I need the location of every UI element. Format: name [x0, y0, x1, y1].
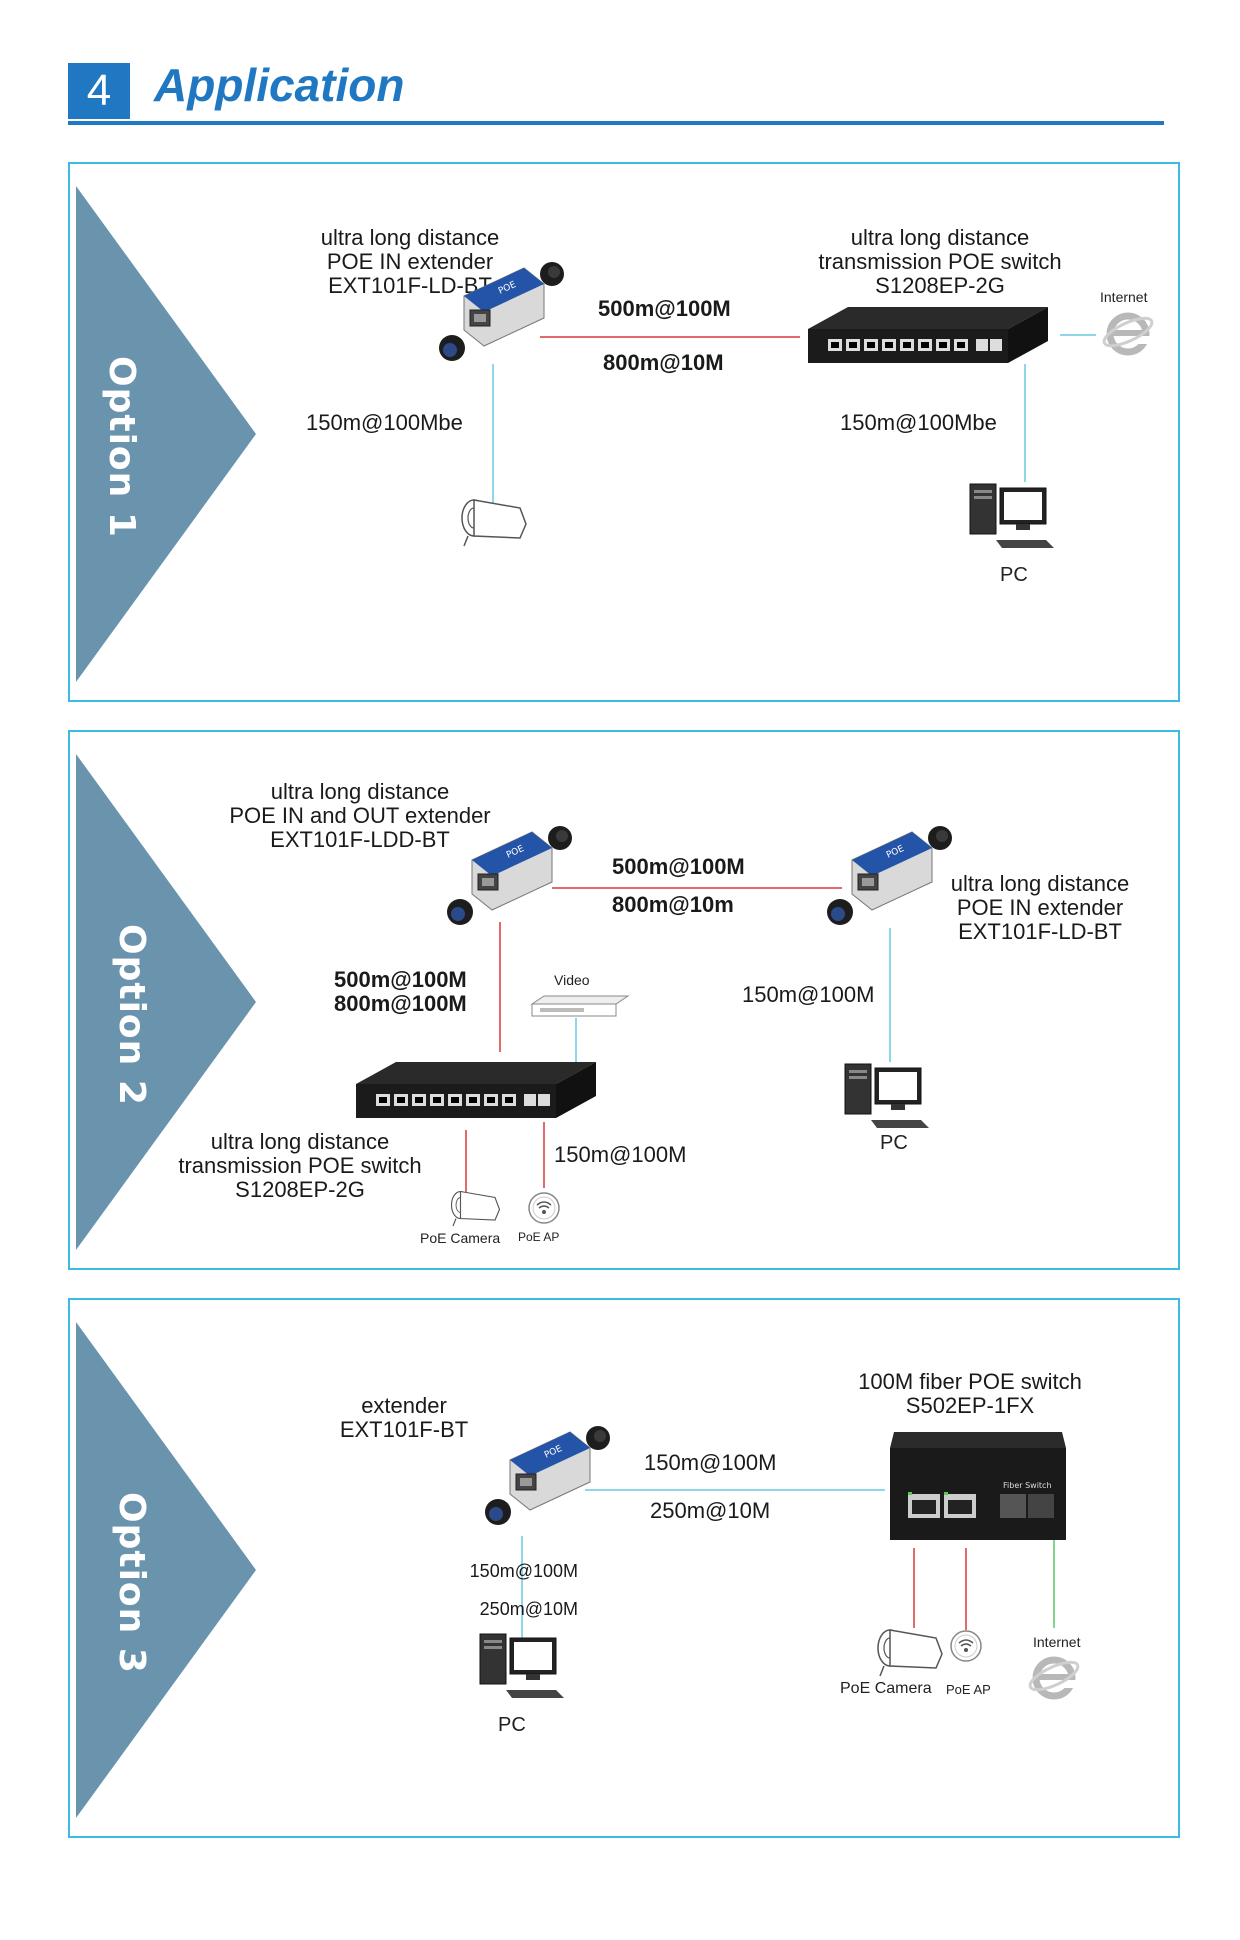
page-title: Application [154, 59, 405, 111]
option2-triangle [76, 754, 256, 1250]
option3-internet-label: Internet [1033, 1634, 1081, 1650]
option2-lines [465, 887, 891, 1192]
option1-link-top: 500m@100M [598, 296, 731, 321]
option3-switch-label: 100M fiber POE switch S502EP-1FX [858, 1369, 1082, 1418]
option2-link-bottom: 800m@10m [612, 892, 734, 917]
option2-extender-a-label: ultra long distance POE IN and OUT exten… [229, 779, 491, 852]
camera-icon [461, 499, 527, 547]
option3-link-top: 150m@100M [644, 1450, 777, 1475]
camera-icon [877, 1629, 943, 1677]
option3-poe-ap-label: PoE AP [946, 1682, 991, 1697]
wifi-icon [950, 1630, 982, 1662]
title-underline [68, 121, 1164, 125]
option2-extender-b-label: ultra long distance POE IN extender EXT1… [950, 871, 1130, 944]
option3-extender-device [484, 1425, 611, 1526]
svg-text:Fiber Switch: Fiber Switch [1003, 1481, 1052, 1490]
option1-left-drop: 150m@100Mbe [306, 410, 463, 435]
option1-link-bottom: 800m@10M [603, 350, 724, 375]
option1-switch-device [808, 307, 1048, 363]
option1-extender-device [438, 261, 565, 362]
option3-pc-label: PC [498, 1714, 526, 1736]
option3-triangle [76, 1322, 256, 1818]
pc-icon [479, 1633, 565, 1699]
option2-video-label: Video [554, 972, 590, 988]
option2-poe-camera-label: PoE Camera [420, 1230, 501, 1246]
option3-extender-label: extender EXT101F-BT [339, 1393, 469, 1442]
option3-left-drop: 150m@100M 250m@10M [469, 1561, 578, 1619]
option1-triangle [76, 186, 256, 682]
option2-panel: Option 2 ultra long distance POE IN and … [68, 730, 1180, 1270]
option1-panel: Option 1 ultra long distance POE IN exte… [68, 162, 1180, 702]
pc-icon [969, 483, 1055, 549]
option2-switch-drop: 150m@100M [554, 1142, 687, 1167]
option3-panel: Option 3 extender EXT101F-BT 150m@100M 2… [68, 1298, 1180, 1838]
option2-switch-label: ultra long distance transmission POE swi… [178, 1129, 422, 1202]
option1-internet-label: Internet [1100, 289, 1148, 305]
option3-link-bottom: 250m@10M [650, 1498, 771, 1523]
option1-extender-label: ultra long distance POE IN extender EXT1… [320, 225, 500, 298]
option2-left-vertical: 500m@100M 800m@100M [334, 967, 467, 1016]
pc-icon [844, 1063, 930, 1129]
wifi-icon [528, 1192, 560, 1224]
option1-switch-label: ultra long distance transmission POE swi… [818, 225, 1062, 298]
option2-link-top: 500m@100M [612, 854, 745, 879]
option3-poe-camera-label: PoE Camera [840, 1680, 932, 1697]
option1-lines [492, 334, 1096, 504]
section-number: 4 [68, 63, 130, 119]
video-recorder-icon [530, 995, 630, 1017]
option3-lines [521, 1489, 1055, 1650]
internet-explorer-icon [1106, 312, 1156, 362]
option2-switch-device [356, 1062, 596, 1118]
option2-pc-label: PC [880, 1132, 908, 1154]
internet-explorer-icon [1032, 1656, 1082, 1706]
option1-pc-label: PC [1000, 564, 1028, 586]
option2-right-drop: 150m@100M [742, 982, 875, 1007]
option1-right-drop: 150m@100Mbe [840, 410, 997, 435]
option3-fiber-switch-device: Fiber Switch [890, 1432, 1066, 1540]
option2-extender-a-device [446, 825, 573, 926]
option2-poe-ap-label: PoE AP [518, 1230, 560, 1244]
